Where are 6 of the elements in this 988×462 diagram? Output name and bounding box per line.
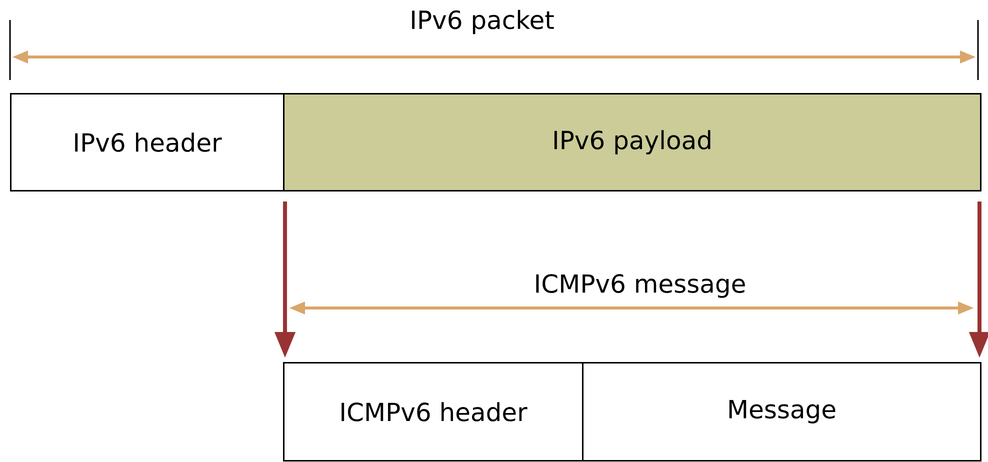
field-box: IPv6 header xyxy=(10,93,284,192)
field-box: IPv6 payload xyxy=(283,93,982,192)
field-box: Message xyxy=(582,362,982,462)
dimension-label: ICMPv6 message xyxy=(536,274,745,298)
field-box: ICMPv6 header xyxy=(283,362,584,462)
dimension-label: IPv6 packet xyxy=(412,10,554,34)
